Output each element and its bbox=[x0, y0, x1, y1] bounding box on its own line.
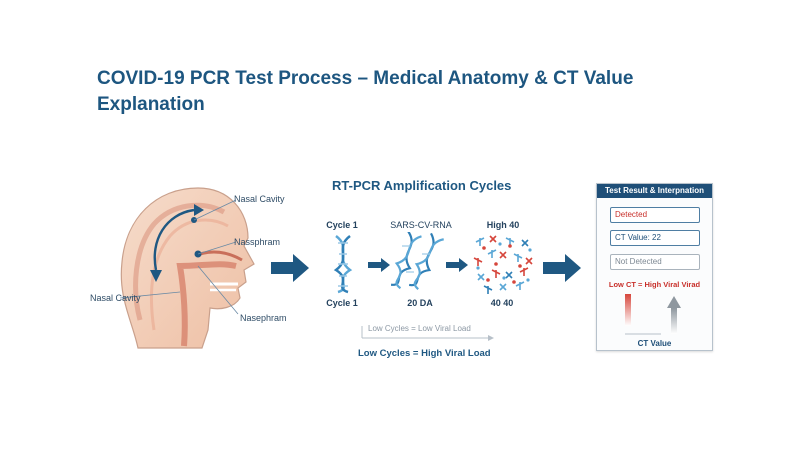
stage-1-top-label: Cycle 1 bbox=[326, 220, 358, 230]
result-panel-header: Test Result & Interpnation bbox=[597, 184, 712, 198]
dna-helix-single-icon bbox=[333, 235, 353, 294]
stage-2-top-label: SARS-CV-RNA bbox=[390, 220, 452, 230]
low-ct-red-bar bbox=[625, 294, 631, 326]
stage-1-bottom-label: Cycle 1 bbox=[326, 298, 358, 308]
low-cycles-summary: Low Cycles = High Viral Load bbox=[358, 348, 491, 359]
not-detected-box: Not Detected bbox=[610, 254, 700, 270]
airway-tract bbox=[176, 261, 237, 347]
head-anatomy-illustration bbox=[119, 187, 255, 349]
stage-3-top-label: High 40 bbox=[486, 220, 520, 230]
ct-up-arrow-icon bbox=[667, 296, 681, 308]
low-ct-note: Low CT = High Viral Virad bbox=[608, 280, 701, 289]
ct-rising-grey-bar bbox=[671, 308, 677, 334]
swab-path-arrow bbox=[153, 208, 195, 271]
label-nasal-cavity-left: Nasal Cavity bbox=[90, 293, 141, 303]
flow-arrow-3-icon bbox=[446, 258, 468, 272]
nasal-passage bbox=[199, 250, 243, 262]
low-cycles-bracket-line bbox=[361, 326, 494, 341]
flow-arrow-1-icon bbox=[271, 254, 309, 282]
arrowhead-icon bbox=[194, 204, 204, 216]
label-nasal-cavity-top: Nasal Cavity bbox=[234, 194, 285, 204]
low-cycles-note: Low Cycles = Low Viral Load bbox=[368, 324, 471, 333]
amplified-dna-cluster-icon bbox=[473, 235, 533, 294]
page-title: COVID-19 PCR Test Process – Medical Anat… bbox=[97, 68, 634, 115]
stage-3-bottom-label: 40 40 bbox=[490, 298, 514, 308]
detected-result-box: Detected bbox=[610, 207, 700, 223]
ct-axis-label: CT Value bbox=[637, 339, 672, 348]
flow-arrow-2-icon bbox=[368, 258, 390, 272]
ct-value-gauge bbox=[625, 294, 681, 335]
skull-contour bbox=[133, 202, 226, 321]
label-nasopharynx-mid: Nassphram bbox=[234, 237, 281, 247]
ct-value-box: CT Value: 22 bbox=[610, 230, 700, 246]
pcr-section-title: RT-PCR Amplification Cycles bbox=[332, 178, 512, 193]
dna-helix-multiple-icon bbox=[390, 232, 444, 290]
stage-2-bottom-label: 20 DA bbox=[407, 298, 433, 308]
flow-arrow-4-icon bbox=[543, 254, 581, 282]
test-result-panel: Test Result & Interpnation Detected CT V… bbox=[596, 183, 713, 351]
label-nasopharynx-bottom: Nasephram bbox=[240, 313, 287, 323]
